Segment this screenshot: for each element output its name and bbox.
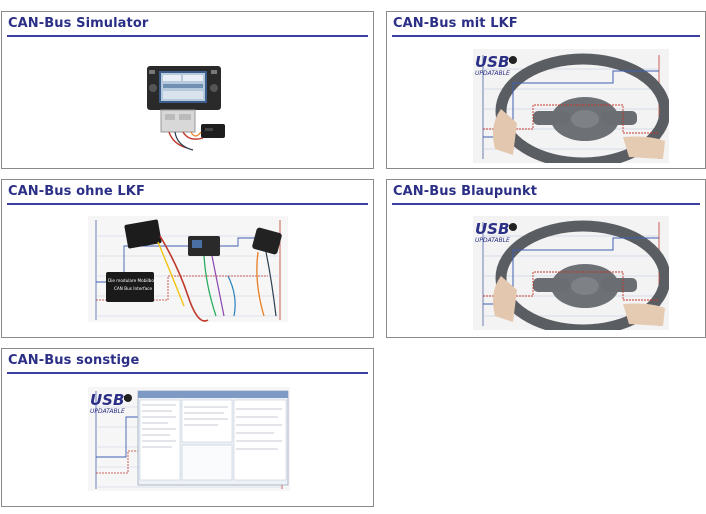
title-divider (7, 372, 368, 374)
product-card-blaupunkt[interactable]: CAN-Bus Blaupunkt USB UPDATABLE (386, 179, 706, 338)
product-card-simulator[interactable]: CAN-Bus Simulator (1, 11, 374, 169)
software-screenshot-image[interactable]: USB UPDATABLE (88, 387, 290, 491)
product-card-mit-lkf[interactable]: CAN-Bus mit LKF USB UPDATABLE (386, 11, 706, 169)
title-divider (7, 35, 368, 37)
module-label-line1: Die modulare Mobilbox (108, 278, 157, 283)
title-divider (392, 203, 700, 205)
title-divider (7, 203, 368, 205)
card-title[interactable]: CAN-Bus Simulator (8, 16, 149, 31)
card-title[interactable]: CAN-Bus mit LKF (393, 16, 518, 31)
steering-wheel-image[interactable]: USB UPDATABLE (473, 49, 669, 163)
usb-badge-text: USB (90, 391, 124, 409)
usb-updatable-badge: USB UPDATABLE (90, 391, 132, 415)
simulator-image[interactable] (143, 62, 233, 154)
usb-updatable-badge: USB UPDATABLE (475, 220, 517, 244)
usb-badge-subtext: UPDATABLE (475, 237, 510, 244)
adapter-cables-image[interactable]: Die modulare Mobilbox CAN Bus Interface (88, 216, 288, 322)
steering-wheel-image[interactable]: USB UPDATABLE (473, 216, 669, 330)
usb-badge-subtext: UPDATABLE (475, 70, 510, 77)
product-card-ohne-lkf[interactable]: CAN-Bus ohne LKF Die modulare Mobilbox C… (1, 179, 374, 338)
card-title[interactable]: CAN-Bus Blaupunkt (393, 184, 538, 199)
product-card-sonstige[interactable]: CAN-Bus sonstige (1, 348, 374, 507)
usb-badge-subtext: UPDATABLE (90, 408, 125, 415)
usb-updatable-badge: USB UPDATABLE (475, 53, 517, 77)
usb-badge-text: USB (475, 220, 509, 238)
title-divider (392, 35, 700, 37)
usb-badge-text: USB (475, 53, 509, 71)
module-label-line2: CAN Bus Interface (114, 286, 152, 291)
card-title[interactable]: CAN-Bus ohne LKF (8, 184, 145, 199)
card-title[interactable]: CAN-Bus sonstige (8, 353, 140, 368)
